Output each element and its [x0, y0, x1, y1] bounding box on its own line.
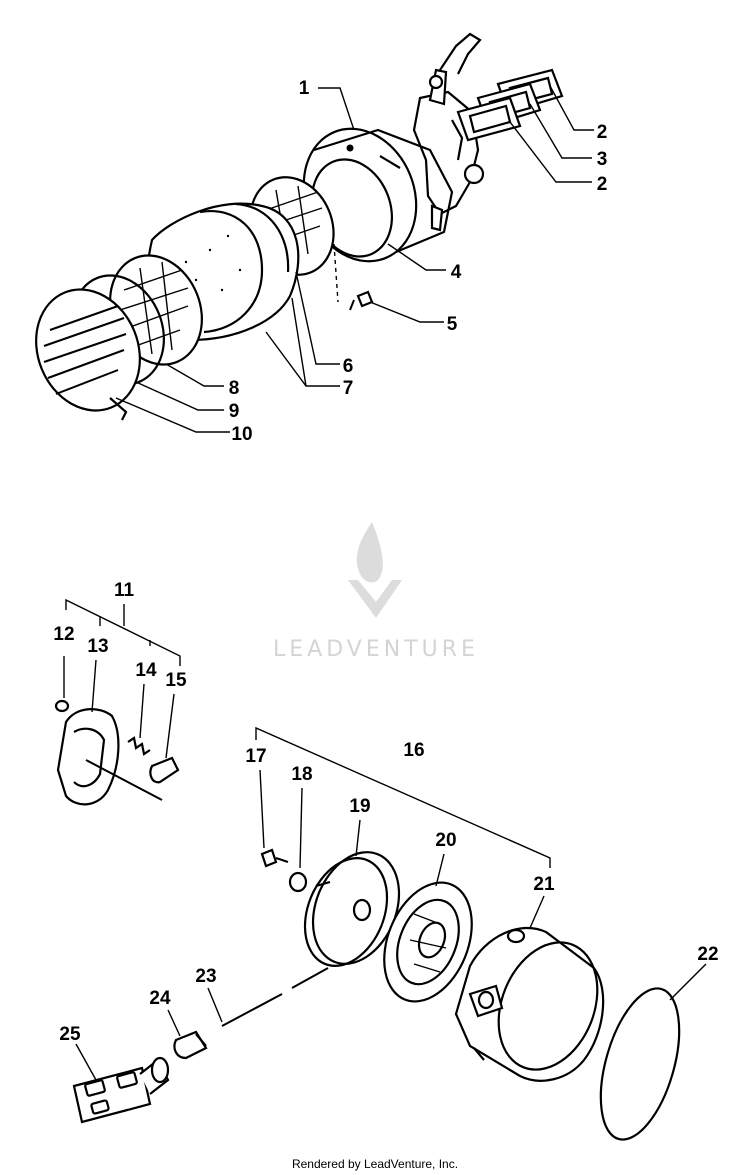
- callout-8: 8: [229, 378, 240, 399]
- callout-24: 24: [149, 988, 171, 1009]
- callout-15: 15: [165, 670, 187, 691]
- callout-22: 22: [697, 944, 718, 965]
- starter-pulley: [303, 851, 401, 967]
- callout-17: 17: [245, 746, 266, 767]
- clutch-clip: [54, 699, 70, 713]
- callout-2-lower: 2: [597, 174, 608, 195]
- callout-1: 1: [299, 78, 310, 99]
- callout-10: 10: [231, 424, 252, 445]
- starter-rope-guide: [173, 1030, 208, 1060]
- starter-housing: [454, 927, 605, 1082]
- callout-5: 5: [447, 314, 458, 335]
- air-filter-cover: [35, 288, 141, 421]
- callout-21: 21: [533, 874, 555, 895]
- callout-19: 19: [349, 796, 370, 817]
- callout-20: 20: [435, 830, 456, 851]
- clutch-spring: [127, 736, 151, 756]
- clutch-shoe: [56, 708, 163, 806]
- starter-washer: [288, 871, 308, 893]
- carburetor-gaskets: [456, 68, 564, 142]
- callout-4: 4: [451, 262, 462, 283]
- callout-25: 25: [59, 1024, 81, 1045]
- callout-23: 23: [195, 966, 216, 987]
- callout-9: 9: [229, 401, 240, 422]
- air-filter-screw: [349, 290, 374, 311]
- callout-11: 11: [114, 580, 135, 601]
- clutch-pin: [149, 756, 180, 784]
- footer-credit: Rendered by LeadVenture, Inc.: [292, 1157, 458, 1171]
- starter-bolt: [260, 848, 289, 868]
- callout-7: 7: [343, 378, 354, 399]
- leader-lines-top: [115, 85, 594, 433]
- leadventure-flame-v-logo: [348, 522, 402, 618]
- starter-group-bracket-16: [255, 726, 551, 868]
- callout-2-upper: 2: [597, 122, 608, 143]
- starter-rope: [221, 967, 329, 1027]
- leadventure-watermark: LEADVENTURE: [273, 522, 479, 662]
- callout-6: 6: [343, 356, 354, 377]
- callout-12: 12: [53, 624, 74, 645]
- callout-labels: 1 2 3 2 4 5 6 7 8 9 10 11 12 13 14 15 16…: [53, 78, 718, 1045]
- starter-gasket-ring: [599, 987, 681, 1141]
- clutch-group-bracket-11: [65, 598, 181, 666]
- callout-14: 14: [135, 660, 157, 681]
- callout-3: 3: [597, 149, 608, 170]
- callout-18: 18: [291, 764, 312, 785]
- starter-handle: [72, 1056, 170, 1124]
- starter-spring-reel: [383, 881, 473, 1003]
- callout-13: 13: [87, 636, 108, 657]
- callout-16: 16: [403, 740, 424, 761]
- watermark-text: LEADVENTURE: [273, 637, 479, 662]
- leader-lines-starter: [75, 769, 707, 1081]
- leader-lines-clutch: [63, 656, 175, 759]
